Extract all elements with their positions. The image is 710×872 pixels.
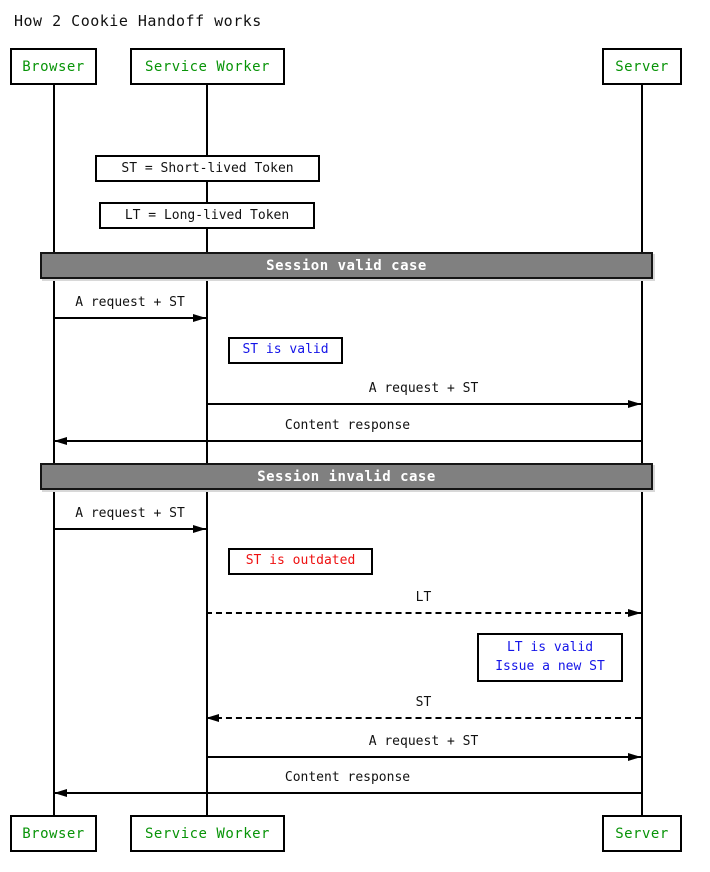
message-label: Content response (284, 770, 411, 785)
message-arrow (206, 609, 641, 617)
arrowhead-right-icon (193, 525, 206, 533)
actor-browser-top: Browser (10, 48, 97, 85)
message-arrow (54, 437, 641, 445)
state-note-st-outdated: ST is outdated (228, 548, 373, 575)
arrow-line-dashed (206, 612, 641, 614)
message-label: Content response (284, 418, 411, 433)
message-label: LT (415, 590, 432, 605)
arrowhead-right-icon (628, 400, 641, 408)
lifeline-server (641, 85, 643, 815)
actor-server-bottom: Server (602, 815, 682, 852)
section-divider-invalid: Session invalid case (40, 463, 653, 490)
legend-note-st: ST = Short-lived Token (95, 155, 320, 182)
arrow-line (54, 317, 206, 319)
message-arrow (54, 789, 641, 797)
legend-note-lt: LT = Long-lived Token (99, 202, 315, 229)
actor-browser-bottom: Browser (10, 815, 97, 852)
state-note-line1: LT is valid (506, 639, 594, 655)
state-note-st-valid: ST is valid (228, 337, 343, 364)
arrowhead-left-icon (206, 714, 219, 722)
diagram-title: How 2 Cookie Handoff works (14, 12, 262, 30)
message-label: ST (415, 695, 432, 710)
state-note-lt-valid: LT is valid Issue a new ST (477, 633, 623, 682)
arrow-line (206, 403, 641, 405)
message-label: A request + ST (75, 506, 185, 521)
lifeline-browser (53, 85, 55, 815)
message-label: A request + ST (75, 295, 185, 310)
message-arrow (206, 400, 641, 408)
arrow-line (54, 440, 641, 442)
actor-service-worker-top: Service Worker (130, 48, 285, 85)
lifeline-service-worker (206, 85, 208, 815)
actor-server-top: Server (602, 48, 682, 85)
message-arrow (206, 753, 641, 761)
arrowhead-right-icon (628, 609, 641, 617)
message-arrow (54, 314, 206, 322)
actor-service-worker-bottom: Service Worker (130, 815, 285, 852)
arrow-line (206, 756, 641, 758)
arrowhead-right-icon (193, 314, 206, 322)
arrow-line (54, 792, 641, 794)
arrowhead-left-icon (54, 437, 67, 445)
message-arrow (54, 525, 206, 533)
arrowhead-left-icon (54, 789, 67, 797)
state-note-line2: Issue a new ST (495, 658, 605, 674)
arrow-line-dashed (206, 717, 641, 719)
message-arrow (206, 714, 641, 722)
arrow-line (54, 528, 206, 530)
message-label: A request + ST (368, 381, 479, 396)
arrowhead-right-icon (628, 753, 641, 761)
message-label: A request + ST (368, 734, 479, 749)
section-divider-valid: Session valid case (40, 252, 653, 279)
